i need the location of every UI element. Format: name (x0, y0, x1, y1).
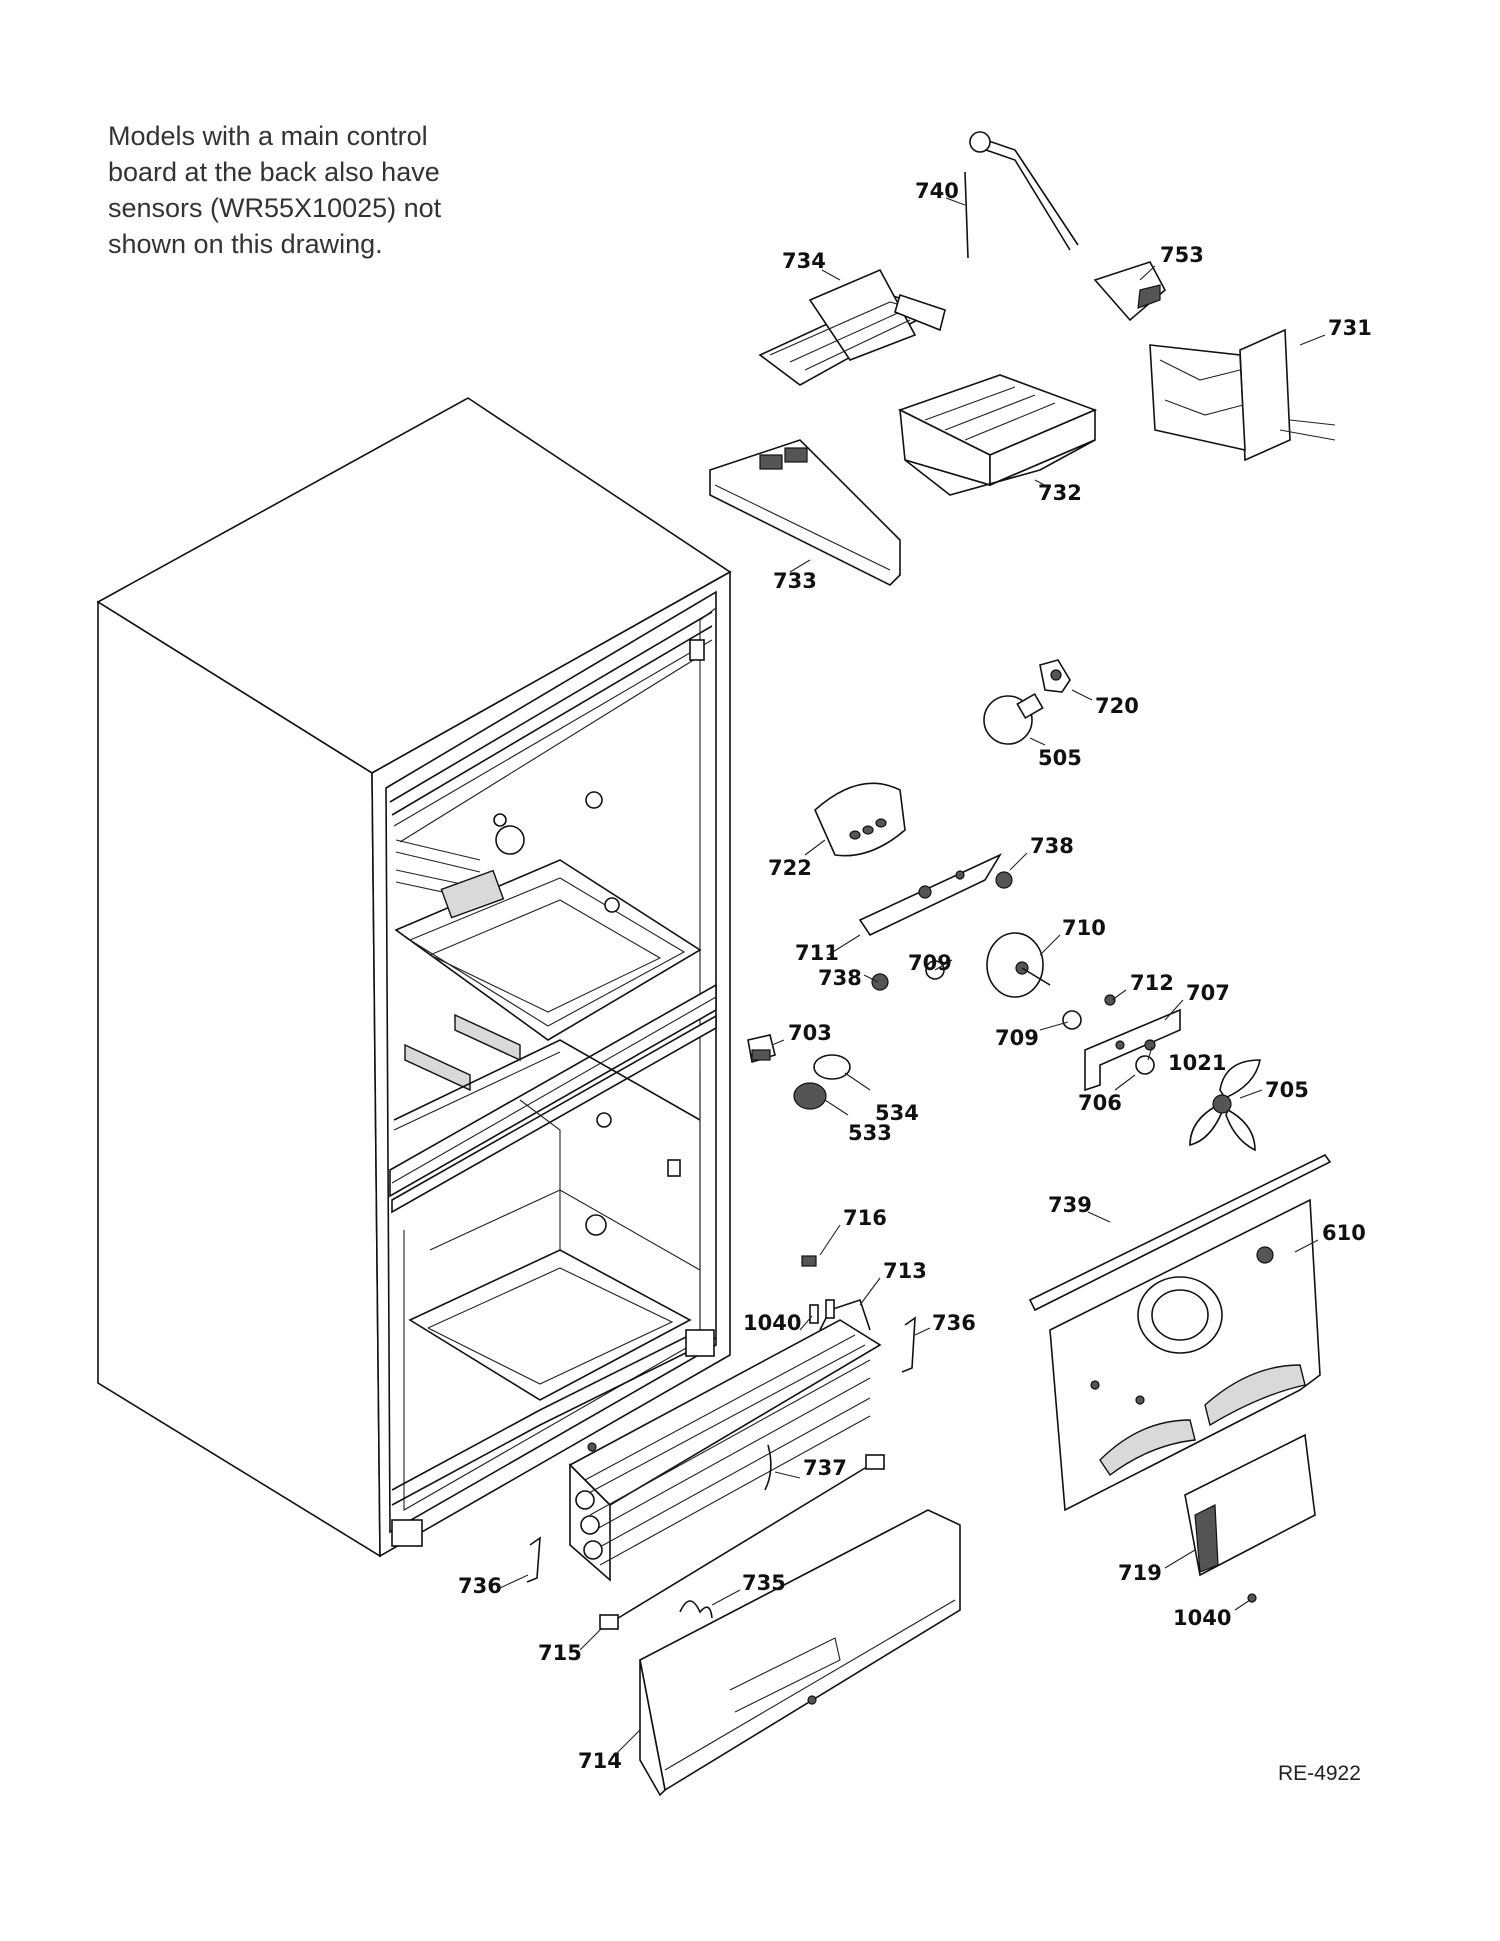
part-713-evaporator (568, 1298, 882, 1582)
part-703-switch (747, 1034, 776, 1064)
callout-534: 534 (875, 1101, 919, 1125)
part-715-harness (599, 1454, 885, 1630)
part-734-tray (758, 268, 946, 386)
callout-505: 505 (1038, 746, 1082, 770)
callout-737: 737 (803, 1456, 847, 1480)
callout-703: 703 (788, 1021, 832, 1045)
callout-709: 709 (908, 951, 952, 975)
part-705-fan-blade (1189, 1059, 1261, 1152)
part-711-bracket (858, 853, 1003, 937)
part-716-clip (801, 1255, 817, 1267)
part-736-clip (901, 1316, 916, 1373)
callout-1040: 1040 (743, 1311, 801, 1335)
part-706-grommet (1135, 1055, 1155, 1075)
callout-labels: 740 734 753 731 732 733 720 505 722 738 … (458, 179, 1372, 1773)
callout-736: 736 (932, 1311, 976, 1335)
callout-712: 712 (1130, 971, 1174, 995)
part-733-rail (709, 439, 901, 586)
diagram-note: Models with a main control board at the … (108, 118, 488, 262)
drawing-code: RE-4922 (1278, 1762, 1361, 1785)
part-738-grommet (995, 871, 1013, 889)
callout-1040: 1040 (1173, 1606, 1231, 1630)
callout-710: 710 (1062, 916, 1106, 940)
callout-734: 734 (782, 249, 826, 273)
callout-722: 722 (768, 856, 812, 880)
callout-714: 714 (578, 1749, 622, 1773)
callout-738: 738 (1030, 834, 1074, 858)
callout-1021: 1021 (1168, 1051, 1226, 1075)
callout-716: 716 (843, 1206, 887, 1230)
part-736-clip (526, 1536, 541, 1583)
callout-533: 533 (848, 1121, 892, 1145)
callout-736: 736 (458, 1574, 502, 1598)
callout-713: 713 (883, 1259, 927, 1283)
part-534-lens (813, 1054, 851, 1080)
part-709-grommet (1062, 1010, 1082, 1030)
callout-732: 732 (1038, 481, 1082, 505)
leader-lines (499, 197, 1326, 1756)
part-719-cover (1184, 1433, 1316, 1577)
part-707-motor-bracket (1084, 1008, 1181, 1092)
callout-706: 706 (1078, 1091, 1122, 1115)
part-722-light-shield (814, 782, 906, 857)
part-739-seal (1028, 1153, 1332, 1312)
part-1021-screw (1144, 1039, 1156, 1051)
part-740-fill-tube (964, 131, 1079, 259)
callout-753: 753 (1160, 243, 1204, 267)
callout-739: 739 (1048, 1193, 1092, 1217)
part-738-grommet (871, 973, 889, 991)
note-line: board at the back also have (108, 157, 440, 187)
part-610-evaporator-cover (1049, 1198, 1321, 1512)
callout-610: 610 (1322, 1221, 1366, 1245)
note-line: shown on this drawing. (108, 229, 383, 259)
part-732-ice-bucket (897, 374, 1098, 496)
callout-731: 731 (1328, 316, 1372, 340)
cabinet-liner (96, 397, 732, 1558)
part-753-bracket (1093, 261, 1167, 322)
part-712-screw (1104, 994, 1116, 1006)
part-505-bulb (983, 692, 1044, 745)
callout-740: 740 (915, 179, 959, 203)
callout-711: 711 (795, 941, 839, 965)
note-line: Models with a main control (108, 121, 428, 151)
part-533-grille (793, 1082, 827, 1110)
part-710-fan-motor (986, 932, 1051, 998)
callout-735: 735 (742, 1571, 786, 1595)
callout-709: 709 (995, 1026, 1039, 1050)
callout-707: 707 (1186, 981, 1230, 1005)
part-731-ice-maker (1149, 328, 1336, 462)
callout-733: 733 (773, 569, 817, 593)
part-737-wire (764, 1444, 772, 1491)
part-720-socket (1039, 659, 1071, 693)
callout-738: 738 (818, 966, 862, 990)
part-735-clip (679, 1600, 713, 1619)
part-714-drain-trough (639, 1509, 961, 1797)
callout-705: 705 (1265, 1078, 1309, 1102)
callout-715: 715 (538, 1641, 582, 1665)
callout-720: 720 (1095, 694, 1139, 718)
note-line: sensors (WR55X10025) not (108, 193, 442, 223)
callout-719: 719 (1118, 1561, 1162, 1585)
